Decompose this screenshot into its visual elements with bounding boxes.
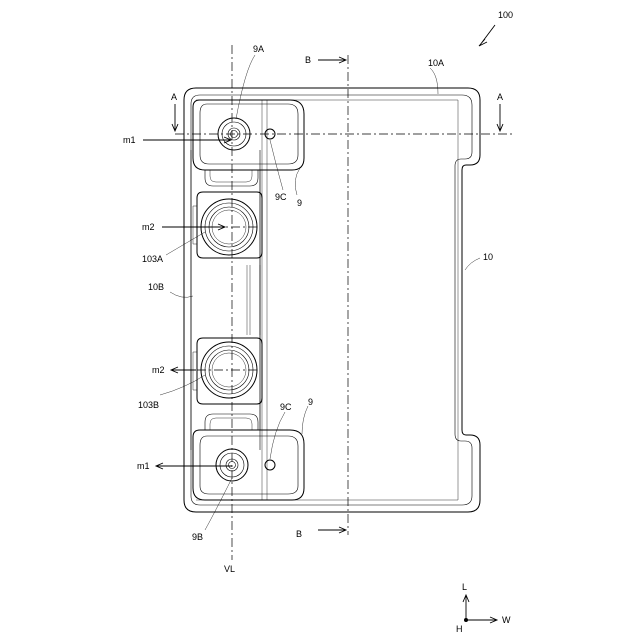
label-10: 10 <box>483 252 493 262</box>
label-m1-top: m1 <box>123 135 136 145</box>
leader-10B <box>170 292 193 297</box>
label-A-right: A <box>497 92 503 102</box>
label-103A: 103A <box>142 254 163 264</box>
leader-9C-bottom <box>270 412 285 459</box>
leader-10 <box>465 258 480 270</box>
label-9C-bottom: 9C <box>280 402 292 412</box>
m2-arrow-top <box>162 224 225 230</box>
connector-bottom <box>205 414 258 430</box>
axis-W-arrow <box>466 617 497 623</box>
section-arrow-B-bottom <box>318 527 346 533</box>
leader-9C-top <box>270 140 283 190</box>
terminal-block-top <box>193 100 304 170</box>
label-m2-top: m2 <box>142 222 155 232</box>
label-9-bottom: 9 <box>308 397 313 407</box>
label-B-bottom: B <box>296 529 302 539</box>
axis-label-H: H <box>456 624 463 634</box>
axis-L-arrow <box>463 595 469 620</box>
recess-10B-inner <box>247 265 260 335</box>
leader-100 <box>479 25 495 46</box>
connector-top-inner <box>210 170 252 182</box>
label-9A: 9A <box>253 44 264 54</box>
section-arrow-A-left <box>172 104 178 131</box>
valve-103A-housing <box>197 192 262 258</box>
terminal-block-bottom-inner <box>200 436 298 494</box>
leader-9A <box>236 55 255 119</box>
rail-lines <box>260 100 267 500</box>
label-10A: 10A <box>428 58 444 68</box>
label-VL: VL <box>224 564 235 574</box>
leader-10A <box>430 68 438 94</box>
label-m2-bottom: m2 <box>152 365 165 375</box>
label-9C-top: 9C <box>275 192 287 202</box>
battery-outer-case <box>184 88 480 512</box>
leader-9-bottom <box>302 406 308 434</box>
axis-indicator: L W H <box>456 582 511 634</box>
label-100: 100 <box>498 10 513 20</box>
section-arrow-B-top <box>318 57 346 63</box>
m1-arrow-top <box>143 137 231 143</box>
axis-label-L: L <box>462 582 467 592</box>
label-m1-bottom: m1 <box>137 461 150 471</box>
battery-inner-edge <box>196 100 458 500</box>
leader-103A <box>166 232 205 255</box>
valve-103B-notch <box>193 352 197 390</box>
hole-9C-bottom <box>265 460 275 470</box>
label-9B: 9B <box>192 532 203 542</box>
section-arrow-A-right <box>497 104 503 131</box>
label-9-top: 9 <box>297 198 302 208</box>
label-103B: 103B <box>138 400 159 410</box>
battery-lid-10A <box>191 95 472 505</box>
valve-103A-notch <box>193 206 197 244</box>
connector-top <box>205 170 258 186</box>
leader-9B <box>205 478 232 530</box>
label-10B: 10B <box>148 282 164 292</box>
leader-103B <box>160 375 205 395</box>
axis-label-W: W <box>502 615 511 625</box>
label-B-top: B <box>305 55 311 65</box>
recess-10B-outline <box>191 150 260 450</box>
axis-H-dot <box>464 618 468 622</box>
leader-9-top <box>295 168 300 195</box>
connector-bottom-inner <box>210 418 252 430</box>
label-A-left: A <box>171 92 177 102</box>
